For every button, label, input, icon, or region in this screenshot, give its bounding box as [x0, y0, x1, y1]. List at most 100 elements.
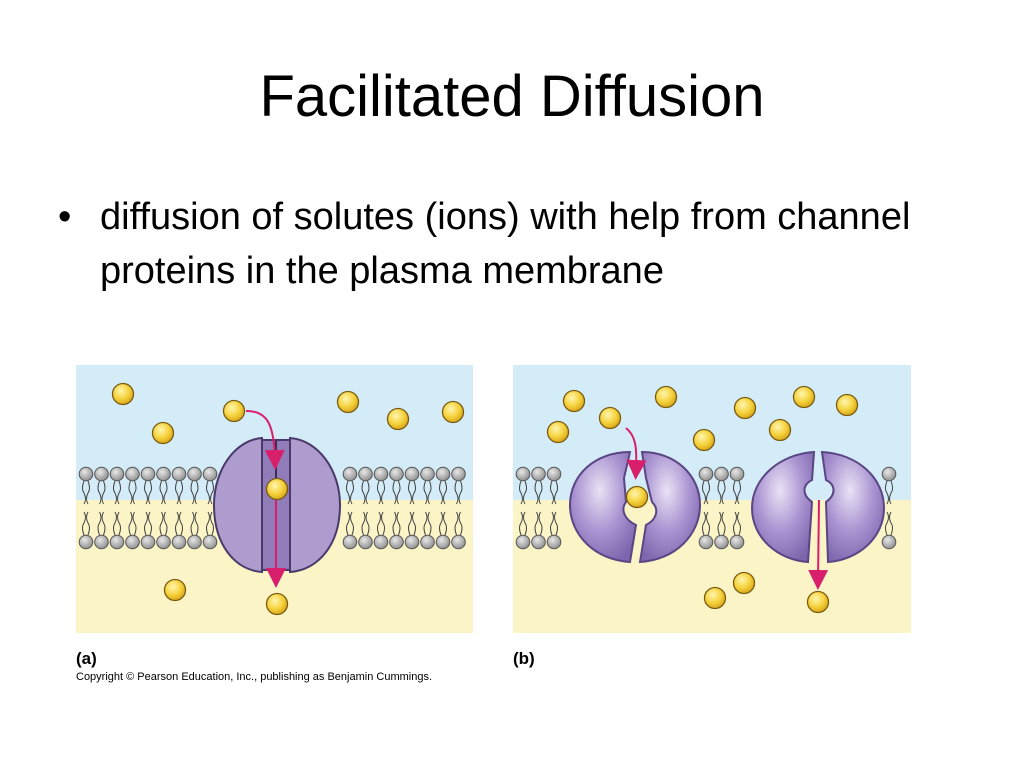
lipid-tail — [550, 480, 558, 505]
solute — [222, 399, 246, 423]
lipid-head — [156, 534, 171, 550]
lipid-tail — [346, 511, 354, 536]
panel-a-label: (a) — [76, 649, 97, 668]
panel-a — [76, 365, 473, 633]
lipid-head — [78, 466, 94, 482]
lipid-head — [881, 466, 897, 482]
solute — [163, 578, 187, 602]
solute — [692, 428, 716, 452]
solute — [111, 382, 135, 406]
lipid-tail — [392, 511, 401, 536]
lipid-tail — [159, 480, 168, 505]
lipid-tail — [144, 511, 152, 536]
solute — [265, 592, 289, 616]
solute-path-arrow-a — [245, 410, 285, 470]
lipid-tail — [97, 511, 106, 536]
lipid-head — [435, 534, 451, 550]
lipid-tail — [717, 480, 726, 505]
lipid-head — [171, 534, 187, 550]
lipid-head — [451, 534, 466, 550]
copyright-notice: Copyright © Pearson Education, Inc., pub… — [76, 671, 433, 683]
lipid-tail — [113, 480, 121, 505]
bullet-text: diffusion of solutes (ions) with help fr… — [100, 196, 911, 292]
lipid-head — [109, 466, 125, 482]
lipid-head — [202, 534, 218, 550]
lipid-head — [531, 466, 546, 482]
lipid-tail — [206, 511, 214, 536]
lipid-tail — [454, 511, 463, 536]
solute-path-arrow-b — [625, 427, 647, 480]
lipid-head — [187, 534, 202, 550]
lipid-head — [698, 466, 714, 482]
solute — [441, 400, 465, 424]
lipid-tail — [128, 480, 137, 505]
lipid-head — [78, 534, 94, 550]
lipid-tail — [439, 511, 447, 536]
lipid-head — [698, 534, 714, 550]
lipid-tail — [702, 511, 710, 536]
lipid-head — [358, 466, 373, 482]
lipid-head — [373, 534, 389, 550]
solute — [151, 421, 175, 445]
lipid-tail — [733, 480, 741, 505]
lipid-tail — [144, 480, 152, 505]
lipid-tail — [113, 511, 121, 536]
lipid-tail — [377, 480, 385, 505]
lipid-tail — [128, 511, 137, 536]
panel-b — [513, 365, 911, 633]
membrane-b — [515, 466, 897, 550]
membrane-a — [78, 466, 466, 550]
lipid-head — [389, 466, 404, 482]
solute — [703, 586, 727, 610]
lipid-head — [156, 466, 171, 482]
lipid-head — [435, 466, 451, 482]
lipid-head — [420, 534, 435, 550]
lipid-head — [94, 466, 109, 482]
panel-b-label: (b) — [513, 649, 535, 668]
lipid-tail — [408, 480, 416, 505]
channel-protein — [212, 436, 342, 574]
lipid-tail — [423, 511, 432, 536]
lipid-tail — [361, 511, 370, 536]
lipid-head — [729, 466, 745, 482]
solute-in-channel — [265, 477, 289, 501]
lipid-head — [125, 466, 140, 482]
lipid-head — [546, 466, 562, 482]
solutes — [111, 382, 859, 616]
solute — [732, 571, 756, 595]
lipid-head — [171, 466, 187, 482]
solute — [792, 385, 816, 409]
lipid-head — [531, 534, 546, 550]
lipid-head — [546, 534, 562, 550]
lipid-tail — [346, 480, 354, 505]
lipid-tail — [519, 480, 527, 505]
lipid-head — [140, 466, 156, 482]
lipid-head — [881, 534, 897, 550]
lipid-head — [515, 466, 531, 482]
carrier-protein-open-in — [750, 450, 886, 564]
lipid-tail — [702, 480, 710, 505]
lipid-tail — [97, 480, 106, 505]
carrier-protein-open-out — [568, 450, 702, 564]
lipid-head — [420, 466, 435, 482]
lipid-tail — [392, 480, 401, 505]
solute — [598, 406, 622, 430]
solute — [806, 590, 830, 614]
solute — [386, 407, 410, 431]
solute — [768, 418, 792, 442]
lipid-head — [451, 466, 466, 482]
solute — [546, 420, 570, 444]
lipid-tail — [454, 480, 463, 505]
solute-exit-arrow-b — [808, 499, 829, 590]
solute — [562, 389, 586, 413]
lipid-head — [714, 534, 729, 550]
lipid-tail — [190, 511, 199, 536]
lipid-head — [94, 534, 109, 550]
lipid-tail — [377, 511, 385, 536]
lipid-head — [187, 466, 202, 482]
lipid-tail — [175, 511, 183, 536]
lipid-head — [389, 534, 404, 550]
lipid-head — [109, 534, 125, 550]
lipid-tail — [534, 511, 543, 536]
